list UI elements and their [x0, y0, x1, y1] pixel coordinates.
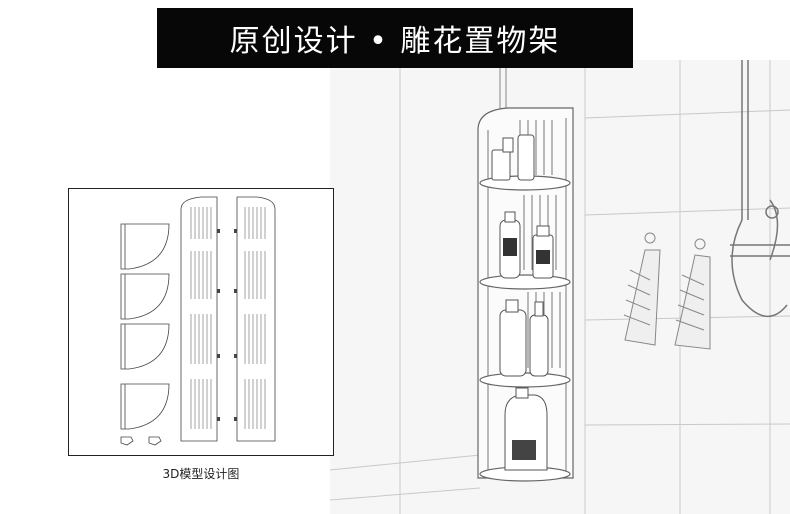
side-panel-left — [180, 196, 218, 442]
diagram-caption: 3D模型设计图 — [162, 467, 240, 481]
shelf-piece-1 — [120, 223, 170, 270]
design-diagram-panel — [68, 188, 334, 456]
side-panel-right — [236, 196, 276, 442]
shelf-piece-4 — [120, 383, 170, 430]
3d-model-design-drawing — [120, 196, 276, 446]
shelf-piece-2 — [120, 273, 170, 320]
connector-piece-1 — [120, 436, 134, 446]
shelf-piece-3 — [120, 323, 170, 370]
connector-piece-2 — [148, 436, 162, 446]
page-title: 原创设计 • 雕花置物架 — [157, 8, 633, 68]
